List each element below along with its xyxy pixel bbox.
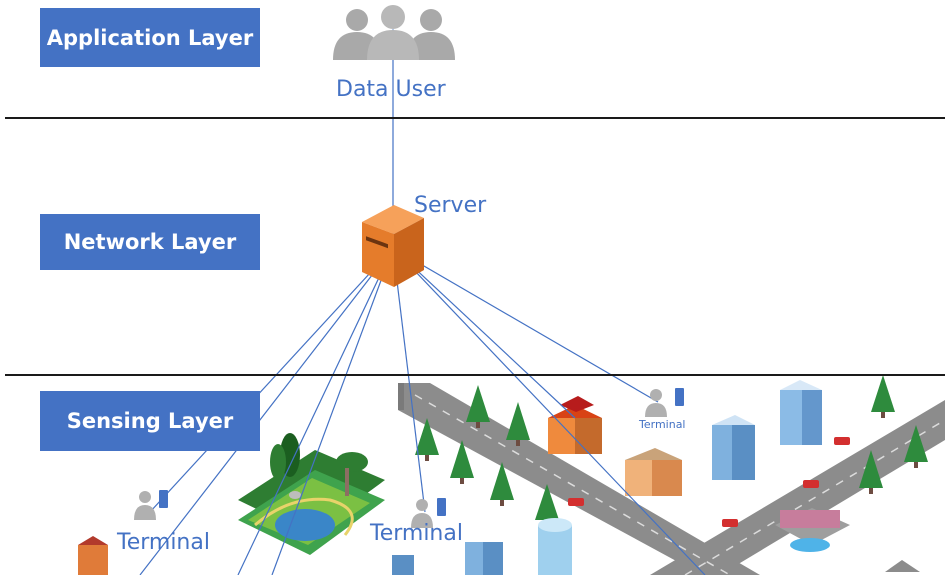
network-layer-label: Network Layer — [40, 214, 260, 270]
divider-network-sensing — [5, 374, 945, 376]
cars — [568, 437, 850, 527]
application-layer-label: Application Layer — [40, 8, 260, 67]
users-icon — [333, 5, 455, 60]
park-terrain — [238, 433, 385, 555]
terminal-icon-center — [411, 498, 446, 528]
server-icon — [362, 205, 424, 287]
terminal-label-center: Terminal — [370, 521, 463, 546]
sensing-layer-label: Sensing Layer — [40, 391, 260, 451]
network-links — [139, 29, 706, 575]
divider-application-network — [5, 117, 945, 119]
terminal-label-right: Terminal — [639, 418, 686, 431]
terminal-icon-right — [645, 388, 684, 417]
buildings — [78, 380, 920, 575]
server-label: Server — [414, 193, 487, 218]
terminal-label-left: Terminal — [117, 530, 210, 555]
trees — [415, 375, 928, 526]
terminal-icon-left — [134, 490, 168, 520]
road-network — [398, 383, 946, 575]
data-user-label: Data User — [336, 77, 446, 102]
